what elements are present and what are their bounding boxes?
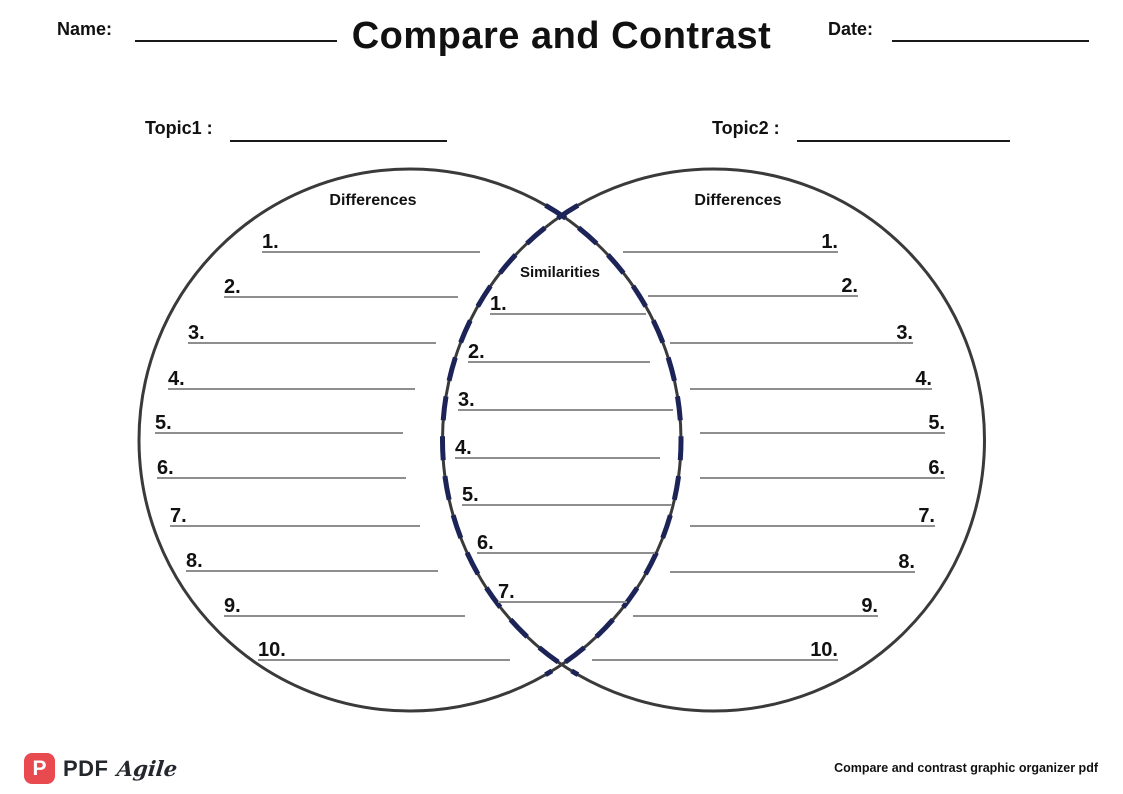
- logo-text-agile: Agile: [115, 756, 179, 781]
- line-number: 5.: [462, 484, 479, 506]
- line-number: 8.: [186, 550, 203, 572]
- right-difference-line-1[interactable]: 1.: [623, 231, 838, 253]
- line-number: 1.: [821, 231, 838, 253]
- left-difference-line-4[interactable]: 4.: [168, 368, 415, 390]
- date-blank-field[interactable]: [892, 20, 1089, 42]
- line-number: 2.: [468, 341, 485, 363]
- right-difference-line-10[interactable]: 10.: [592, 639, 838, 661]
- line-number: 8.: [898, 551, 915, 573]
- line-number: 2.: [224, 276, 241, 298]
- right-difference-line-2[interactable]: 2.: [648, 275, 858, 297]
- line-number: 6.: [477, 532, 494, 554]
- line-number: 4.: [915, 368, 932, 390]
- line-number: 7.: [170, 505, 187, 527]
- line-number: 3.: [896, 322, 913, 344]
- left-differences-heading: Differences: [329, 192, 417, 209]
- line-number: 5.: [155, 412, 172, 434]
- line-number: 3.: [188, 322, 205, 344]
- logo-text-pdf: PDF: [63, 755, 109, 781]
- right-difference-line-8[interactable]: 8.: [670, 551, 915, 573]
- page-title: Compare and Contrast: [351, 15, 772, 57]
- right-difference-line-5[interactable]: 5.: [700, 412, 945, 434]
- topic1-label: Topic1 :: [145, 118, 213, 138]
- line-number: 7.: [918, 505, 935, 527]
- line-number: 1.: [262, 231, 279, 253]
- line-number: 9.: [861, 595, 878, 617]
- line-number: 6.: [928, 457, 945, 479]
- left-difference-line-2[interactable]: 2.: [224, 276, 458, 298]
- similarities-heading: Similarities: [519, 264, 601, 281]
- overlap-dashed-border-left-arc: [439, 203, 580, 677]
- right-difference-line-6[interactable]: 6.: [700, 457, 945, 479]
- right-difference-line-4[interactable]: 4.: [690, 368, 932, 390]
- line-number: 1.: [490, 293, 507, 315]
- left-difference-line-7[interactable]: 7.: [170, 505, 420, 527]
- overlap-dashed-border-right-arc: [544, 203, 684, 677]
- line-number: 10.: [810, 639, 838, 661]
- right-difference-line-3[interactable]: 3.: [670, 322, 913, 344]
- name-label: Name:: [57, 19, 113, 39]
- left-difference-line-9[interactable]: 9.: [224, 595, 465, 617]
- right-differences-heading: Differences: [694, 192, 782, 209]
- left-difference-line-10[interactable]: 10.: [258, 639, 510, 661]
- line-number: 10.: [258, 639, 286, 661]
- line-number: 5.: [928, 412, 945, 434]
- topic1-blank-field[interactable]: [230, 120, 447, 142]
- line-number: 4.: [168, 368, 185, 390]
- left-difference-line-8[interactable]: 8.: [186, 550, 438, 572]
- date-label: Date:: [828, 19, 874, 39]
- right-difference-line-9[interactable]: 9.: [633, 595, 878, 617]
- line-number: 2.: [841, 275, 858, 297]
- pdf-agile-logo: P PDF Agile: [24, 753, 179, 784]
- topic2-label: Topic2 :: [712, 118, 780, 138]
- line-number: 6.: [157, 457, 174, 479]
- line-number: 9.: [224, 595, 241, 617]
- name-blank-field[interactable]: [135, 20, 337, 42]
- similarity-line-5[interactable]: 5.: [462, 484, 672, 506]
- line-number: 3.: [458, 389, 475, 411]
- similarity-line-6[interactable]: 6.: [477, 532, 655, 554]
- right-difference-line-7[interactable]: 7.: [690, 505, 935, 527]
- line-number: 7.: [498, 581, 515, 603]
- footer-caption: Compare and contrast graphic organizer p…: [834, 761, 1098, 775]
- left-difference-line-1[interactable]: 1.: [262, 231, 480, 253]
- topic2-blank-field[interactable]: [797, 120, 1010, 142]
- similarity-line-3[interactable]: 3.: [458, 389, 673, 411]
- left-difference-line-6[interactable]: 6.: [157, 457, 406, 479]
- left-difference-line-3[interactable]: 3.: [188, 322, 436, 344]
- similarity-line-4[interactable]: 4.: [455, 437, 660, 459]
- pdf-agile-logo-icon: P: [24, 753, 55, 784]
- similarity-line-7[interactable]: 7.: [498, 581, 627, 603]
- line-number: 4.: [455, 437, 472, 459]
- left-difference-line-5[interactable]: 5.: [155, 412, 403, 434]
- similarity-line-2[interactable]: 2.: [468, 341, 650, 363]
- similarity-line-1[interactable]: 1.: [490, 293, 646, 315]
